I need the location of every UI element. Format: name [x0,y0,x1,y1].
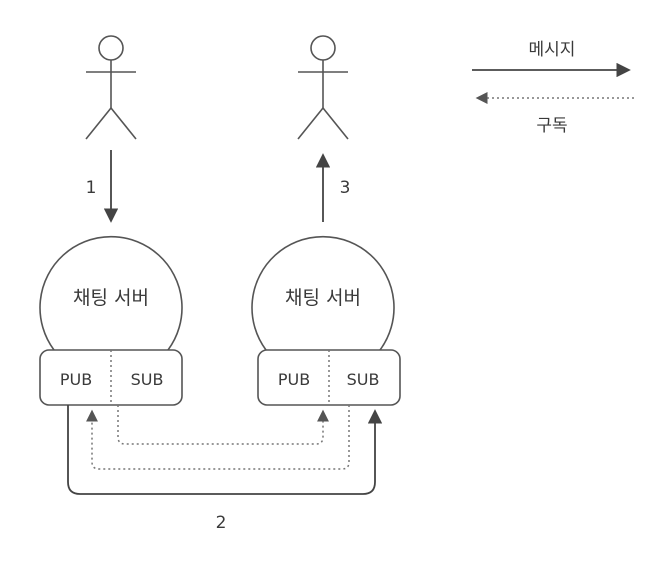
legend-subscribe-label: 구독 [536,116,567,136]
step1-label: 1 [86,178,97,198]
server1-pub-label: PUB [60,370,92,389]
chat-server-2: 채팅 서버 PUB SUB [251,235,401,406]
server2-sub-label: SUB [347,370,380,389]
step2-label: 2 [216,513,227,533]
server1-name: 채팅 서버 [73,287,149,309]
user-receiver-icon [297,35,349,140]
subscription-route-outer [86,405,350,470]
legend: 메시지 구독 [472,40,634,136]
message-route [67,405,383,495]
server2-pub-label: PUB [278,370,310,389]
server2-name: 채팅 서버 [285,287,361,309]
server1-dome [39,235,183,351]
server1-sub-label: SUB [131,370,164,389]
step3-label: 3 [340,178,351,198]
chat-server-1: 채팅 서버 PUB SUB [39,235,183,406]
subscription-route-inner [117,405,329,445]
legend-message-label: 메시지 [529,40,576,60]
user-sender-icon [85,35,137,140]
server2-dome [251,235,395,351]
